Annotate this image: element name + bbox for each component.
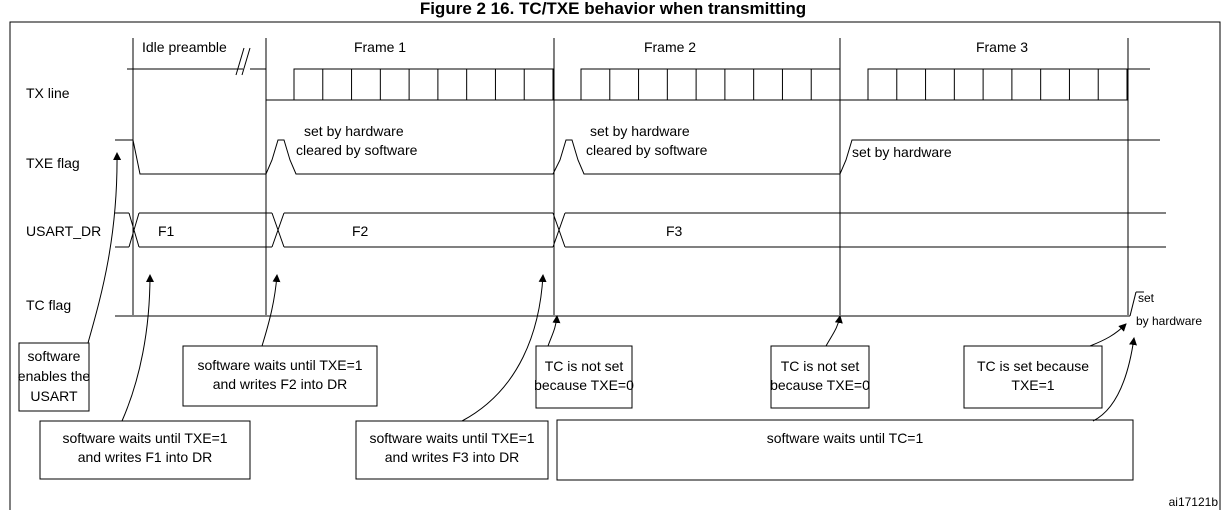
txe-note-2-line1: set by hardware: [590, 123, 690, 139]
txe-note-2-line2: cleared by software: [586, 142, 708, 158]
time-markers: [132, 38, 1129, 315]
box-wait-f3: software waits until TXE=1 and writes F3…: [355, 420, 549, 480]
tx-line-waveform: [127, 47, 1150, 101]
svg-text:enables the: enables the: [18, 368, 91, 384]
annotation-arrows: [87, 152, 1137, 422]
figure-frame: [9, 21, 1221, 510]
box-tc-not-set-1: TC is not set because TXE=0: [534, 345, 634, 409]
phase-frame-3: Frame 3: [976, 39, 1028, 55]
svg-text:USART: USART: [30, 388, 78, 404]
box-tc-set: TC is set because TXE=1: [963, 345, 1103, 409]
svg-text:TC is not set: TC is not set: [545, 358, 624, 374]
svg-text:software waits until TXE=1: software waits until TXE=1: [197, 357, 362, 373]
box-wait-tc: software waits until TC=1: [556, 419, 1134, 481]
tc-flag-waveform: [115, 291, 1144, 317]
svg-text:and writes F3 into DR: and writes F3 into DR: [385, 449, 520, 465]
svg-text:software waits until TC=1: software waits until TC=1: [767, 430, 924, 446]
phase-idle-preamble: Idle preamble: [142, 39, 227, 55]
signal-label-usart-dr: USART_DR: [26, 223, 101, 239]
signal-label-tx-line: TX line: [26, 85, 70, 101]
txe-note-1-line2: cleared by software: [296, 142, 418, 158]
dr-value-f1: F1: [158, 223, 175, 239]
phase-frame-1: Frame 1: [354, 39, 406, 55]
svg-text:TC is not set: TC is not set: [781, 358, 860, 374]
tc-note-line1: set: [1138, 291, 1155, 305]
box-wait-f1: software waits until TXE=1 and writes F1…: [39, 420, 251, 480]
txe-note-3: set by hardware: [852, 144, 952, 160]
box-tc-not-set-2: TC is not set because TXE=0: [770, 345, 870, 409]
svg-text:software: software: [28, 348, 81, 364]
signal-label-txe-flag: TXE flag: [26, 155, 80, 171]
box-wait-f2: software waits until TXE=1 and writes F2…: [182, 345, 378, 407]
box-enable: software enables the USART: [18, 342, 91, 412]
svg-text:because TXE=0: because TXE=0: [770, 377, 870, 393]
signal-label-tc-flag: TC flag: [26, 297, 71, 313]
txe-flag-waveform: [115, 139, 1160, 175]
tx-frame-1-bits: [322, 69, 525, 100]
svg-text:software waits until TXE=1: software waits until TXE=1: [369, 430, 534, 446]
svg-text:and writes F2 into DR: and writes F2 into DR: [213, 376, 348, 392]
tx-frame-3-bits: [896, 69, 1099, 100]
tx-frame-2-bits: [609, 69, 812, 100]
figure-id: ai17121b: [1169, 495, 1219, 509]
svg-text:because TXE=0: because TXE=0: [534, 377, 634, 393]
dr-value-f2: F2: [352, 223, 369, 239]
svg-text:TC is set because: TC is set because: [977, 358, 1089, 374]
tc-note-line2: by hardware: [1136, 314, 1202, 328]
txe-note-1-line1: set by hardware: [304, 123, 404, 139]
svg-text:TXE=1: TXE=1: [1011, 377, 1054, 393]
svg-text:and writes F1 into DR: and writes F1 into DR: [78, 449, 213, 465]
usart-dr-bus: [115, 212, 1166, 248]
dr-value-f3: F3: [666, 223, 683, 239]
figure-title: Figure 2 16. TC/TXE behavior when transm…: [420, 0, 806, 18]
phase-frame-2: Frame 2: [644, 39, 696, 55]
svg-text:software waits until TXE=1: software waits until TXE=1: [62, 430, 227, 446]
